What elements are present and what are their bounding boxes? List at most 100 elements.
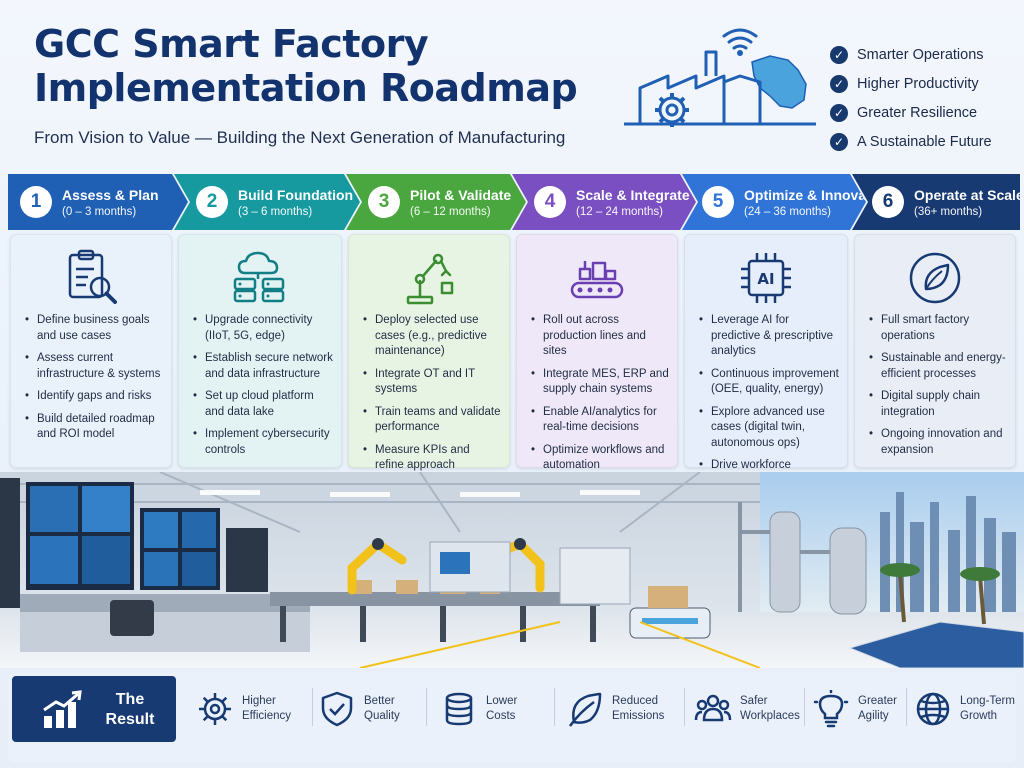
outcome-item: Higher Efficiency	[196, 682, 316, 732]
outcome-item: Lower Costs	[440, 682, 550, 732]
phase-card-6: Full smart factory operations Sustainabl…	[854, 234, 1016, 468]
outcome-item: Reduced Emissions	[566, 682, 684, 732]
list-item: Continuous improvement (OEE, quality, en…	[699, 367, 839, 398]
phase-banner-1: 1 Assess & Plan (0 – 3 months)	[8, 174, 188, 230]
conveyor-icon	[570, 261, 624, 299]
outcome-item: Greater Agility	[812, 682, 912, 732]
people-icon	[694, 694, 732, 722]
phase-banner-3: 3 Pilot & Validate (6 – 12 months)	[346, 174, 526, 230]
phase-6-task-list: Full smart factory operations Sustainabl…	[869, 313, 1007, 465]
phase-name: Build Foundation	[238, 187, 354, 203]
list-item: Measure KPIs and refine approach	[363, 443, 501, 474]
divider	[426, 688, 427, 726]
check-icon: ✓	[830, 103, 848, 122]
check-icon: ✓	[830, 74, 848, 93]
leaf-circle-icon	[909, 252, 961, 304]
list-item: Implement cybersecurity controls	[193, 427, 333, 458]
factory-gcc-map-icon	[624, 28, 816, 127]
phase-number: 4	[534, 186, 566, 218]
check-icon: ✓	[830, 132, 848, 151]
phase-banner-5: 5 Optimize & Innovate (24 – 36 months)	[682, 174, 866, 230]
phase-duration: (12 – 24 months)	[576, 206, 663, 218]
ai-chip-icon: AI	[741, 253, 791, 303]
benefit-item: ✓ A Sustainable Future	[830, 127, 1020, 156]
outcome-item: Long-Term Growth	[914, 682, 1015, 732]
list-item: Deploy selected use cases (e.g., predict…	[363, 313, 501, 360]
phase-card-2: Upgrade connectivity (IIoT, 5G, edge) Es…	[178, 234, 342, 468]
list-item: Leverage AI for predictive & prescriptiv…	[699, 313, 839, 360]
phase-duration: (0 – 3 months)	[62, 206, 137, 218]
list-item: Enable AI/analytics for real-time decisi…	[531, 405, 669, 436]
list-item: Identify gaps and risks	[25, 389, 163, 405]
phase-card-3: Deploy selected use cases (e.g., predict…	[348, 234, 510, 471]
phase-number: 5	[702, 186, 734, 218]
gear-icon	[199, 693, 231, 725]
phase-5-task-list: Leverage AI for predictive & prescriptiv…	[699, 313, 839, 496]
divider	[906, 688, 907, 726]
list-item: Ongoing innovation and expansion	[869, 427, 1007, 458]
outcome-item: Safer Workplaces	[694, 682, 808, 732]
list-item: Assess current infrastructure & systems	[25, 351, 163, 382]
clipboard-search-icon	[68, 249, 117, 304]
phase-card-1: Define business goals and use cases Asse…	[10, 234, 172, 468]
header: GCC Smart Factory Implementation Roadmap…	[0, 0, 1024, 170]
shield-check-icon	[321, 691, 353, 727]
title-line-1: GCC Smart Factory	[34, 22, 429, 66]
phase-duration: (24 – 36 months)	[744, 206, 831, 218]
phase-duration: (3 – 6 months)	[238, 206, 313, 218]
benefit-item: ✓ Greater Resilience	[830, 98, 1020, 127]
list-item: Define business goals and use cases	[25, 313, 163, 344]
phase-card-5: AI Leverage AI for predictive & prescrip…	[684, 234, 848, 487]
phase-number: 1	[20, 186, 52, 218]
svg-text:AI: AI	[757, 270, 774, 288]
divider	[312, 688, 313, 726]
list-item: Sustainable and energy-efficient process…	[869, 351, 1007, 382]
leaf-icon	[568, 692, 602, 727]
list-item: Integrate OT and IT systems	[363, 367, 501, 398]
globe-icon	[916, 692, 950, 726]
robot-arm-icon	[406, 253, 454, 305]
phase-2-task-list: Upgrade connectivity (IIoT, 5G, edge) Es…	[193, 313, 333, 465]
phase-name: Optimize & Innovate	[744, 187, 879, 203]
title-line-2: Implementation Roadmap	[34, 66, 578, 110]
list-item: Build detailed roadmap and ROI model	[25, 412, 163, 443]
check-icon: ✓	[830, 45, 848, 64]
phase-4-task-list: Roll out across production lines and sit…	[531, 313, 669, 481]
factory-scene-illustration	[0, 472, 1024, 668]
lightbulb-icon	[813, 690, 849, 728]
list-item: Integrate MES, ERP and supply chain syst…	[531, 367, 669, 398]
list-item: Upgrade connectivity (IIoT, 5G, edge)	[193, 313, 333, 344]
outcome-item: Better Quality	[318, 682, 428, 732]
bar-chart-growth-icon	[43, 690, 82, 728]
list-item: Optimize workflows and automation	[531, 443, 669, 474]
page-subtitle: From Vision to Value — Building the Next…	[34, 128, 566, 147]
phase-cards: Define business goals and use cases Asse…	[0, 234, 1024, 487]
divider	[554, 688, 555, 726]
benefit-item: ✓ Smarter Operations	[830, 40, 1020, 69]
list-item: Train teams and validate performance	[363, 405, 501, 436]
phase-banners: 1 Assess & Plan (0 – 3 months) 2 Build F…	[0, 174, 1024, 230]
list-item: Roll out across production lines and sit…	[531, 313, 669, 360]
list-item: Establish secure network and data infras…	[193, 351, 333, 382]
divider	[804, 688, 805, 726]
phase-number: 2	[196, 186, 228, 218]
benefit-item: ✓ Higher Productivity	[830, 69, 1020, 98]
coins-icon	[445, 692, 473, 726]
phase-card-4: Roll out across production lines and sit…	[516, 234, 678, 471]
phase-duration: (6 – 12 months)	[410, 206, 491, 218]
phase-name: Assess & Plan	[62, 187, 159, 203]
list-item: Digital supply chain integration	[869, 389, 1007, 420]
phase-number: 6	[872, 186, 904, 218]
phase-banner-6: 6 Operate at Scale (36+ months)	[852, 174, 1020, 230]
phase-name: Scale & Integrate	[576, 187, 690, 203]
result-label: The Result	[105, 691, 155, 728]
list-item: Set up cloud platform and data lake	[193, 389, 333, 420]
cloud-server-icon	[233, 251, 285, 303]
divider	[684, 688, 685, 726]
list-item: Full smart factory operations	[869, 313, 1007, 344]
phase-name: Operate at Scale	[914, 187, 1024, 203]
phase-1-task-list: Define business goals and use cases Asse…	[25, 313, 163, 450]
phase-3-task-list: Deploy selected use cases (e.g., predict…	[363, 313, 501, 481]
page-title: GCC Smart Factory Implementation Roadmap	[34, 22, 578, 110]
phase-duration: (36+ months)	[914, 206, 983, 218]
